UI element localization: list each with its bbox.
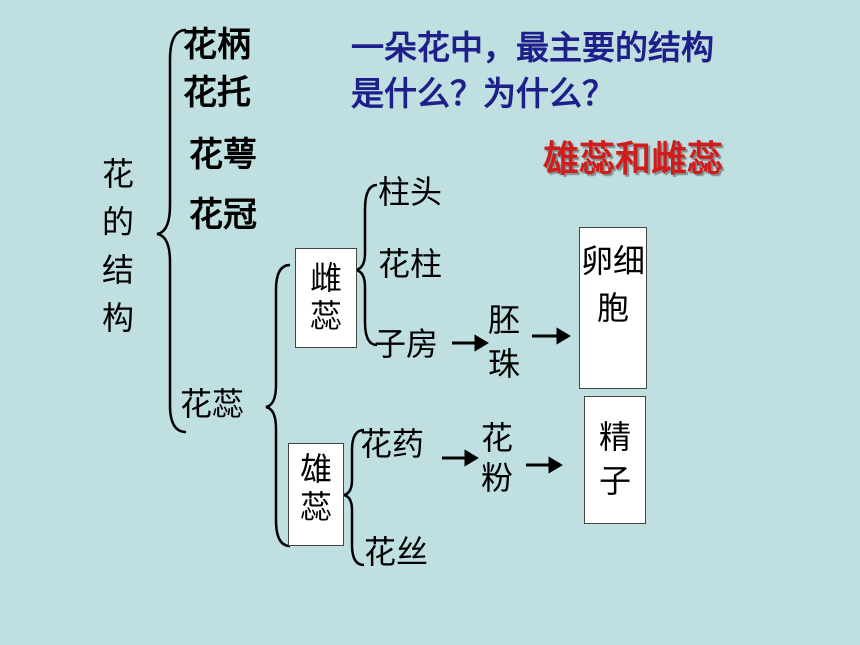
stamen-filament: 花丝 <box>364 533 429 571</box>
stamen-anther: 花药 <box>360 425 425 463</box>
stamen-brace <box>343 428 365 567</box>
pistil-ovule: 胚珠 <box>487 301 520 383</box>
answer-text: 雄蕊和雌蕊 <box>543 139 724 180</box>
sperm-box: 精子 <box>584 396 646 524</box>
pistil-ovule-wrap: 胚珠 <box>487 298 521 386</box>
arrowhead-ovule-egg <box>556 327 571 345</box>
question-line-2: 是什么？为什么？ <box>351 74 615 113</box>
stamen-label: 雄蕊 <box>299 450 332 526</box>
pistil-box: 雌蕊 <box>295 248 357 348</box>
egg-cell-box: 卵细胞 <box>579 227 647 389</box>
stamen-pistil-brace <box>265 263 291 548</box>
pistil-brace <box>355 183 378 347</box>
pistil-ovary: 子房 <box>374 325 439 363</box>
arrowhead-anther-pollen <box>464 449 479 467</box>
main-brace <box>156 28 187 434</box>
arrowhead-ovary-ovule <box>474 334 489 352</box>
egg-cell-label: 卵细胞 <box>580 242 645 327</box>
pistil-label: 雌蕊 <box>309 259 342 335</box>
root-label-wrap: 花的结构 <box>101 150 135 342</box>
stamen-pollen-wrap: 花粉 <box>480 418 514 498</box>
stamen-pollen: 花粉 <box>480 419 513 497</box>
part-pedicel: 花柄 <box>183 25 251 65</box>
root-label: 花的结构 <box>101 155 134 337</box>
arrowhead-pollen-sperm <box>548 456 563 474</box>
question-line-1: 一朵花中，最主要的结构 <box>351 28 714 67</box>
part-sepal: 花萼 <box>189 135 257 175</box>
pistil-stigma: 柱头 <box>378 173 443 211</box>
part-petal: 花冠 <box>189 195 257 235</box>
part-stamen-pistil: 花蕊 <box>180 385 245 423</box>
part-receptacle: 花托 <box>183 73 251 113</box>
pistil-style: 花柱 <box>378 245 443 283</box>
stamen-box: 雄蕊 <box>288 443 344 546</box>
sperm-label: 精子 <box>598 418 631 500</box>
